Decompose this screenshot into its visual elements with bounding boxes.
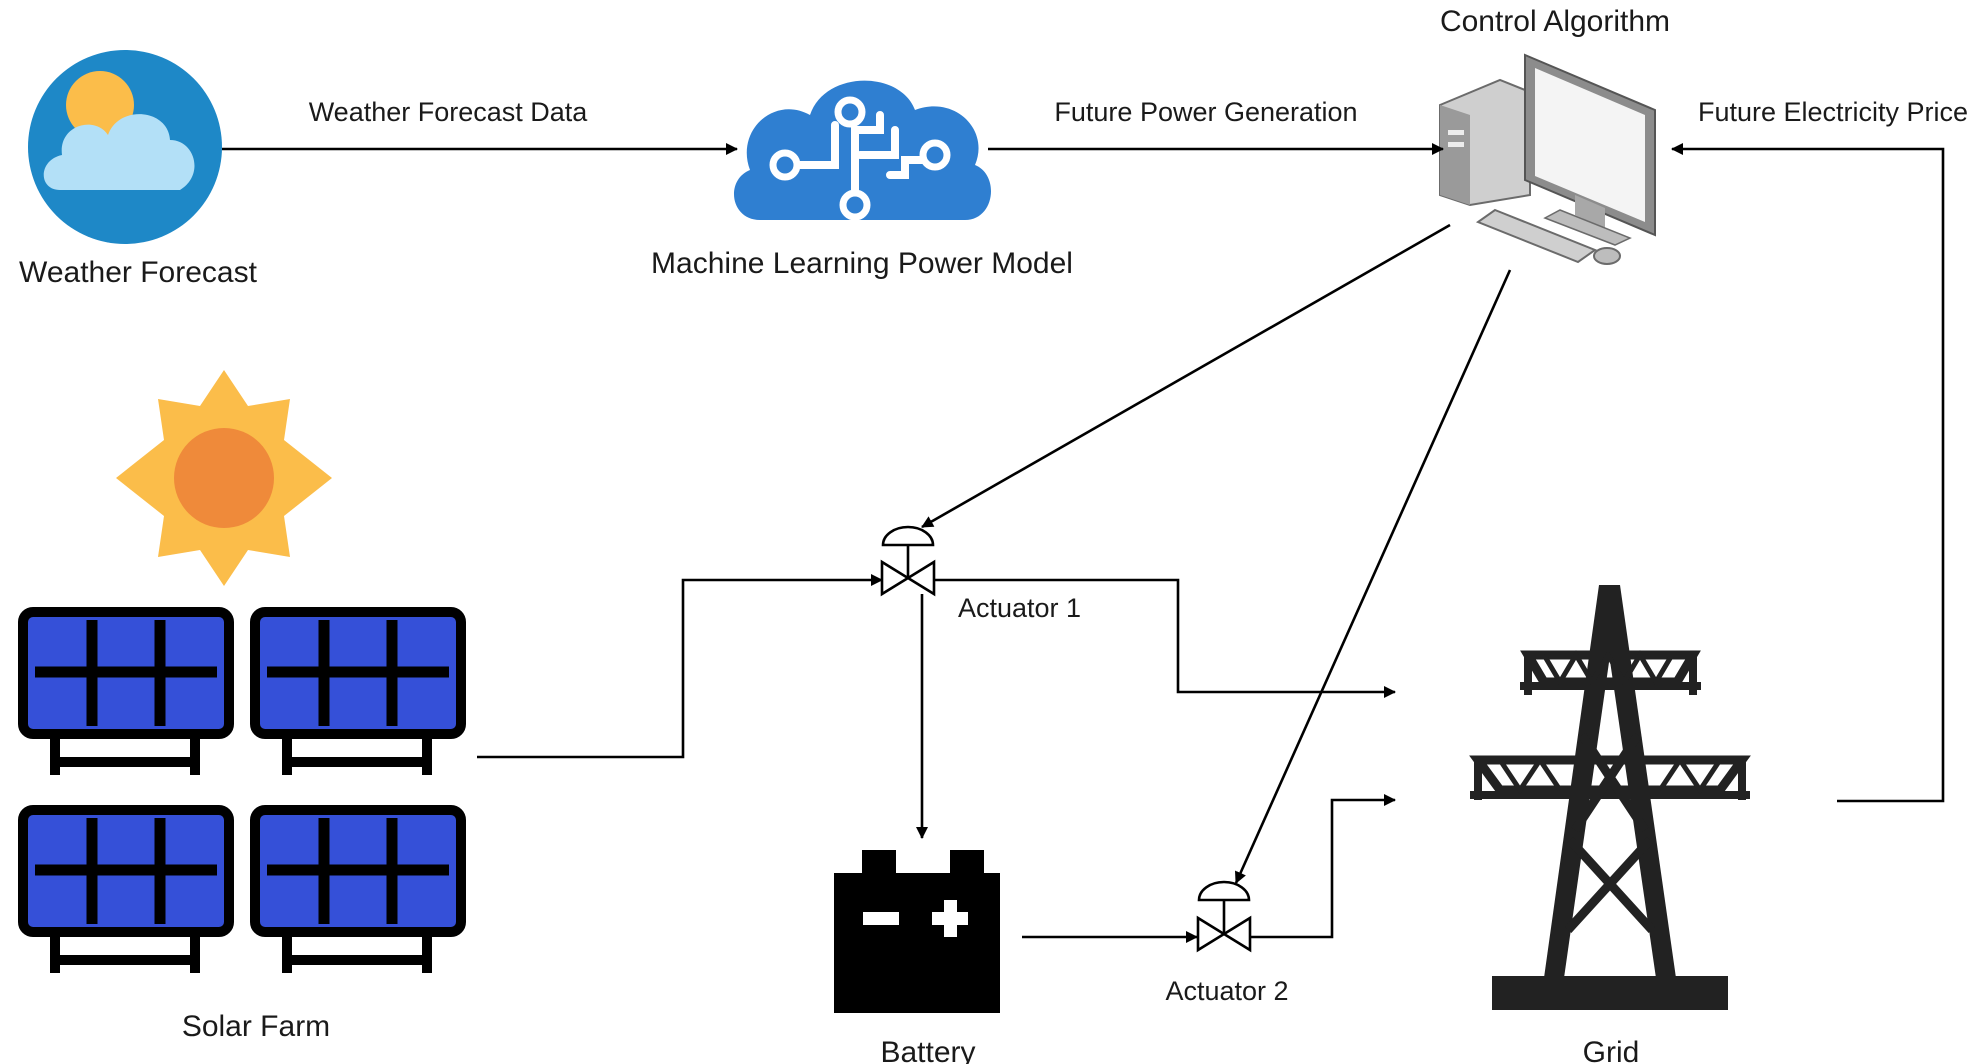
- edge-solar-to-actuator-1: [477, 574, 883, 759]
- edge-actuator-2-to-grid: [1250, 794, 1396, 939]
- sun-icon: [116, 370, 332, 586]
- edge-control-to-actuator-1: [921, 223, 1451, 529]
- actuator-1-valve-icon: [880, 525, 936, 597]
- computer-icon: [1439, 53, 1656, 265]
- ml-model-label: Machine Learning Power Model: [651, 247, 1073, 280]
- weather-forecast-label: Weather Forecast: [19, 256, 258, 289]
- weather-forecast-icon: [28, 50, 222, 244]
- edge-weather-forecast-data-label: Weather Forecast Data: [309, 97, 589, 127]
- actuator-2-label: Actuator 2: [1165, 976, 1288, 1006]
- battery-label: Battery: [880, 1036, 975, 1064]
- actuator-1-label: Actuator 1: [958, 593, 1081, 623]
- edge-actuator-1-to-grid: [934, 578, 1396, 698]
- edge-future-electricity-price-label: Future Electricity Price: [1698, 97, 1967, 127]
- edge-control-to-actuator-2: [1234, 269, 1512, 884]
- battery-icon: [834, 850, 1000, 1013]
- machine-learning-cloud-icon: [733, 80, 992, 221]
- edge-future-power-generation-label: Future Power Generation: [1054, 97, 1357, 127]
- transmission-tower-icon: [1469, 585, 1751, 1010]
- grid-label: Grid: [1583, 1036, 1640, 1064]
- actuator-2-valve-icon: [1196, 880, 1252, 953]
- solar-farm-label: Solar Farm: [182, 1010, 330, 1043]
- control-algorithm-label: Control Algorithm: [1440, 5, 1670, 38]
- solar-panels-icon: [18, 607, 466, 973]
- edge-grid-to-control: [1671, 143, 1945, 803]
